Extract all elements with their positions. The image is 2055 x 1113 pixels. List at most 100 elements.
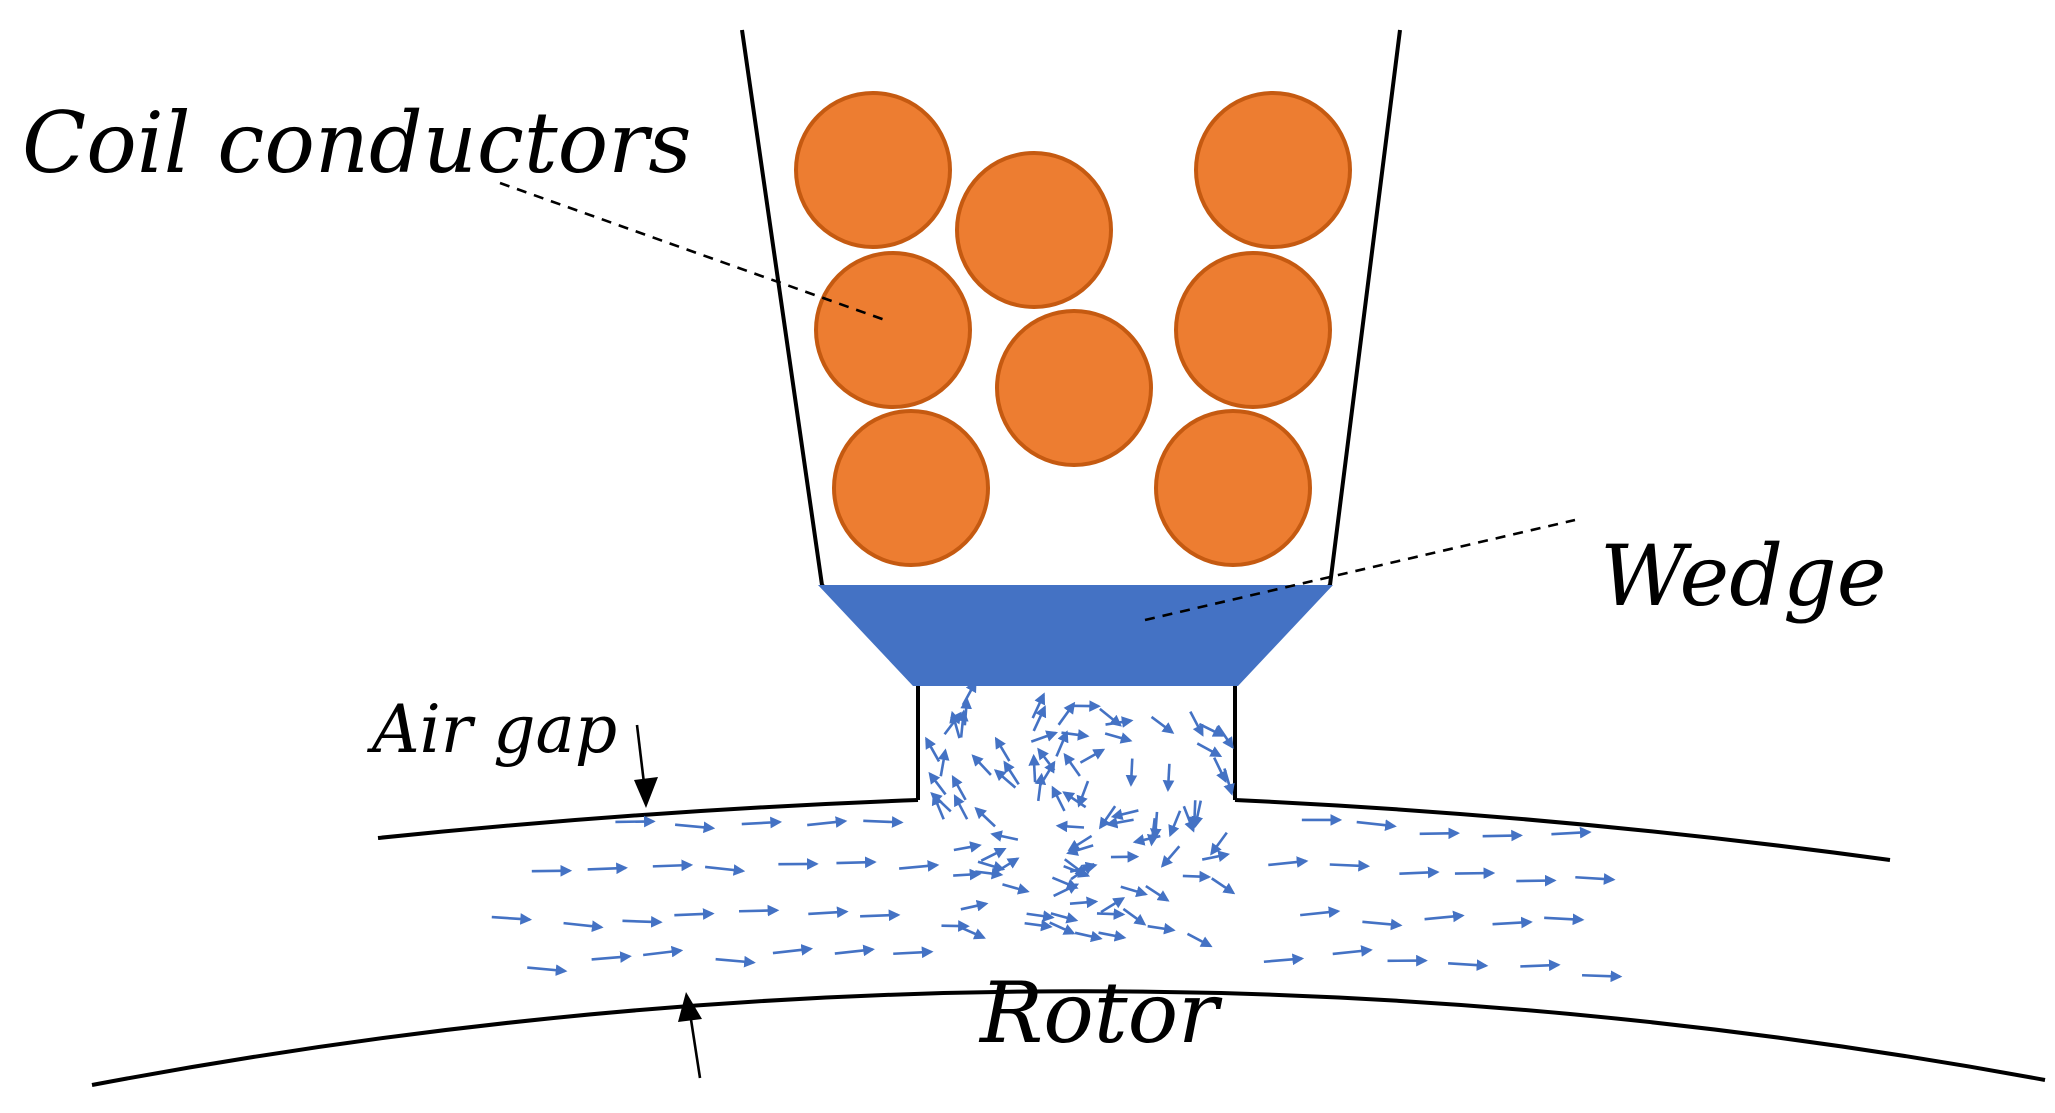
flow-arrow <box>491 913 533 925</box>
wedge <box>818 585 1333 686</box>
flow-arrow <box>652 859 694 872</box>
flow-arrow <box>1053 883 1080 898</box>
coil-conductor <box>814 251 972 409</box>
flow-arrow <box>1482 829 1523 842</box>
flow-arrow <box>563 920 604 933</box>
flow-arrow <box>1003 760 1020 786</box>
flow-arrow <box>1032 705 1047 732</box>
flow-arrow <box>928 771 947 796</box>
flow-arrow <box>925 736 941 763</box>
flow-arrow <box>674 908 715 920</box>
flow-arrow <box>956 709 969 738</box>
flow-arrow <box>949 710 961 739</box>
flow-arrow <box>893 946 934 959</box>
flow-arrow <box>931 793 945 820</box>
flow-arrow <box>1055 820 1085 833</box>
flow-arrow <box>1026 910 1055 922</box>
flow-arrow <box>1098 930 1127 942</box>
flow-arrow <box>834 944 875 957</box>
flow-arrow <box>1125 758 1138 787</box>
flow-arrow <box>990 830 1019 842</box>
flow-arrow <box>1066 844 1094 856</box>
stator-surface-left <box>377 798 919 840</box>
flow-arrow <box>741 816 783 829</box>
coil-conductors-label: Coil conductors <box>22 94 692 192</box>
flow-arrow <box>1076 780 1090 808</box>
flow-arrow <box>899 860 940 872</box>
flow-arrow <box>953 794 969 820</box>
flow-arrow <box>1520 959 1561 972</box>
flow-arrow <box>1132 834 1161 846</box>
flow-arrow <box>642 945 684 958</box>
wedge-leader <box>1144 518 1576 622</box>
flow-arrow <box>977 860 1006 873</box>
flow-arrow <box>863 816 904 828</box>
flow-arrow <box>1055 730 1069 757</box>
flow-arrow <box>772 944 814 956</box>
flow-arrow <box>971 754 992 776</box>
flow-arrow <box>1581 970 1623 983</box>
flow-arrow <box>715 955 756 968</box>
flow-arrow <box>1516 874 1557 887</box>
flow-arrow <box>1182 805 1196 833</box>
flow-arrow <box>975 867 1004 880</box>
flow-arrow <box>1362 918 1403 931</box>
flow-arrow <box>1037 747 1056 772</box>
flow-arrow <box>1105 816 1134 829</box>
air-gap-label: Air gap <box>366 691 617 768</box>
coil-conductor <box>1154 409 1312 567</box>
flow-arrow <box>1074 930 1103 943</box>
flow-arrow <box>615 815 656 828</box>
flow-arrow <box>1575 873 1616 885</box>
coil-conductor <box>832 409 990 567</box>
flow-arrow <box>960 697 972 726</box>
flow-arrow <box>1079 748 1106 764</box>
flow-arrow <box>587 862 628 875</box>
stator-surface-right <box>1234 798 1891 862</box>
flow-arrow <box>1049 921 1076 935</box>
flow-arrow <box>1145 884 1170 902</box>
flow-arrow <box>974 806 996 828</box>
flow-arrow <box>1201 850 1230 862</box>
flow-arrow <box>941 920 970 932</box>
flow-arrow <box>1099 707 1122 727</box>
flow-arrow <box>1162 763 1175 793</box>
coil-conductor <box>1194 91 1352 249</box>
flow-arrow <box>527 964 568 976</box>
flow-arrow <box>980 847 1007 862</box>
flow-arrow <box>953 868 982 881</box>
flow-arrow <box>1120 885 1148 898</box>
coil-conductors <box>794 91 1352 567</box>
flow-arrow <box>1189 711 1204 737</box>
flow-arrow <box>937 748 950 777</box>
flow-arrow <box>591 951 632 963</box>
flow-arrow <box>1063 864 1091 878</box>
coil-conductor <box>995 309 1153 467</box>
flow-arrow <box>993 769 1017 789</box>
flow-arrow <box>860 909 901 922</box>
flow-arrow <box>1034 772 1047 802</box>
flow-arrow <box>1223 768 1235 796</box>
flow-arrow <box>1263 953 1305 966</box>
flow-arrow <box>1419 827 1461 840</box>
flow-arrow <box>1356 819 1397 831</box>
flow-arrow <box>1057 701 1076 726</box>
flow-arrow <box>1186 932 1213 948</box>
flow-arrow <box>960 900 989 912</box>
flow-arrow <box>1110 808 1139 821</box>
flow-arrow <box>1211 877 1236 895</box>
flow-arrow <box>1332 945 1373 957</box>
coil-conductor <box>1174 251 1332 409</box>
rotor-surface <box>91 989 2046 1087</box>
flow-arrow <box>1160 845 1181 868</box>
flow-arrow <box>959 925 986 940</box>
flow-arrows <box>491 680 1623 983</box>
flow-arrow <box>994 736 1011 762</box>
wedge-label: Wedge <box>1600 527 1886 625</box>
flow-arrow <box>1104 732 1133 744</box>
flow-arrow <box>1100 897 1126 914</box>
flow-arrow <box>1551 826 1592 839</box>
flow-arrow <box>1544 913 1585 926</box>
flow-arrow <box>674 821 716 834</box>
